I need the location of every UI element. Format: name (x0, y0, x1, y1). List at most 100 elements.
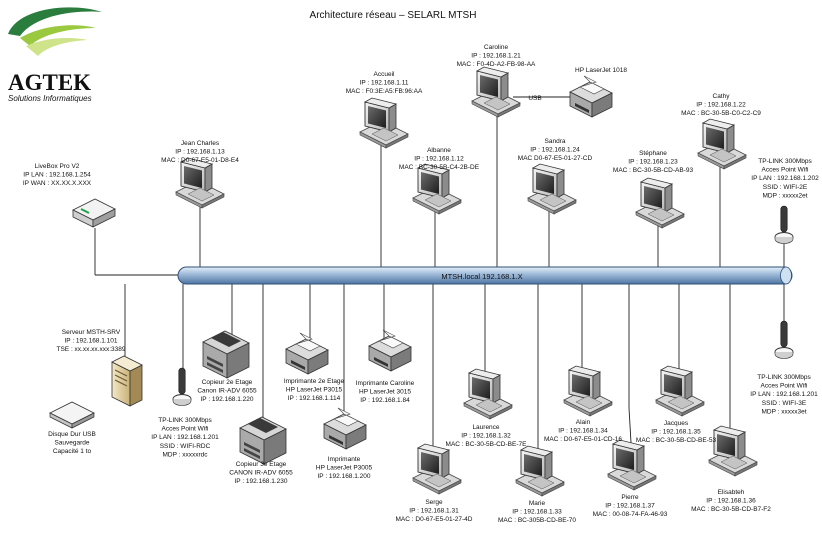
company-logo: AGTEK Solutions Informatiques (8, 7, 102, 103)
node-label-line: IP : 192.168.1.36 (706, 498, 756, 505)
node-label-line: HP LaserJet 3015 (359, 389, 411, 396)
node-label-line: Acces Point Wifi (761, 383, 808, 390)
accueil-pc-icon (359, 97, 409, 149)
node-label-line: Serveur MSTH-SRV (62, 329, 121, 336)
node-label-line: IP : 192.168.1.13 (175, 149, 225, 156)
imprimante-caroline-printer-icon (368, 329, 412, 372)
node-label-line: Copieur 2e Etage (202, 379, 253, 386)
node-label-line: MDP : xxxxxrdc (162, 451, 208, 458)
node-label-line: MAC : F0-4D-A2-FB-98-AA (457, 61, 536, 68)
node-label-line: IP : 192.168.1.23 (628, 159, 678, 166)
node-label-line: Jean Charles (181, 140, 220, 147)
node-label-line: TP-LINK 300Mbps (757, 374, 811, 381)
node-label-line: Marie (529, 500, 546, 507)
alain-pc-icon (563, 365, 613, 417)
hp-1018-printer-icon (569, 75, 613, 118)
node-label-line: SSID : WIFI-RDC (160, 443, 211, 450)
node-label-line: IP : 192.168.1.31 (409, 508, 459, 515)
node-label-line: IP : 192.168.1.35 (651, 429, 701, 436)
network-label: MTSH.local 192.168.1.X (441, 272, 522, 281)
node-label-line: Imprimante Caroline (356, 380, 415, 387)
usb-link-label: USB (528, 95, 541, 102)
node-label-line: IP LAN : 192.168.1.202 (751, 175, 819, 182)
pierre-pc-icon (607, 439, 657, 491)
disque-disk-icon (49, 401, 95, 429)
lan-bus: MTSH.local 192.168.1.X (177, 266, 793, 285)
node-label-line: LiveBox Pro V2 (35, 163, 80, 170)
node-label-line: MAC : BC-305B-CD-BE-70 (498, 517, 576, 524)
node-label-line: IP : 192.168.1.34 (558, 428, 608, 435)
node-label-line: MAC : D0-67-E5-01-CD-16 (544, 436, 622, 443)
node-label-line: MAC : D0-67-E5-01-D8-E4 (161, 157, 239, 164)
node-label-line: SSID : WIFI-2E (763, 184, 808, 191)
node-label-line: Accueil (374, 71, 396, 78)
node-label-line: Imprimante (328, 456, 361, 463)
node-label-line: MAC : BC-30-5B-CD-BE-53 (636, 437, 717, 444)
node-label-line: IP : 192.168.1.22 (696, 102, 746, 109)
node-label-line: MAC : BC-30-5B-CD-AB-93 (613, 167, 694, 174)
node-label-line: Sauvegarde (54, 440, 89, 447)
company-name: AGTEK (8, 70, 91, 95)
node-label-line: Capacité 1 to (53, 448, 92, 455)
node-label-line: Serge (425, 499, 443, 506)
caroline-pc-icon (471, 66, 521, 118)
link-pierre (628, 284, 633, 461)
company-tagline: Solutions Informatiques (8, 94, 92, 103)
node-label-line: HP LaserJet P3005 (316, 465, 373, 472)
node-label-line: Cathy (713, 93, 731, 100)
node-label-line: IP : 192.168.1.101 (64, 338, 117, 345)
node-label-line: IP LAN : 192.168.1.201 (750, 391, 818, 398)
node-label-line: IP : 192.168.1.84 (360, 397, 410, 404)
node-label-line: HP LaserJet P3015 (286, 387, 343, 394)
jacques-pc-icon (655, 365, 705, 417)
node-label-line: MAC D0-67-E5-01-27-CD (518, 155, 593, 162)
node-label-line: IP LAN : 192.168.1.254 (23, 172, 91, 179)
node-label-line: IP : 192.168.1.21 (471, 53, 521, 60)
node-label-hp-1018: HP LaserJet 1018 (575, 67, 627, 74)
node-label-line: TSE : xx.xx.xx.xxx:3389 (57, 346, 126, 353)
imprimante-printer-icon (323, 407, 367, 450)
node-label-line: Sandra (545, 138, 566, 145)
node-label-line: IP : 192.168.1.24 (530, 147, 580, 154)
node-label-line: IP : 192.168.1.11 (360, 80, 409, 87)
node-label-line: Imprimante 2e Etage (284, 378, 345, 385)
node-label-line: IP : 192.168.1.114 (288, 395, 341, 402)
node-label-line: Canon IR-ADV 6055 (197, 388, 257, 395)
diagram-title: Architecture réseau – SELARL MTSH (310, 10, 477, 21)
node-label-line: Alain (576, 419, 591, 426)
node-label-line: Stéphane (639, 150, 667, 157)
copieur-3e-copier-icon (239, 416, 287, 465)
node-label-line: Pierre (621, 494, 639, 501)
cathy-pc-icon (697, 118, 747, 170)
node-label-line: IP : 192.168.1.32 (461, 433, 511, 440)
node-label-line: Copieur 3e Etage (236, 461, 287, 468)
node-label-line: MAC : BC-30-5B-C0-C2-C9 (681, 110, 761, 117)
node-label-line: MAC : BC-30-5B-CD-BE-7E (446, 441, 528, 448)
node-label-line: MAC : D0-67-E5-01-27-4D (396, 516, 473, 523)
node-label-line: MAC : BC-30-5B-CD-B7-F2 (691, 506, 771, 513)
node-label-line: MAC : BC-30-5B-C4-2B-DE (399, 164, 480, 171)
node-label-line: IP : 192.168.1.33 (512, 509, 562, 516)
node-label-line: IP : 192.168.1.200 (317, 473, 370, 480)
